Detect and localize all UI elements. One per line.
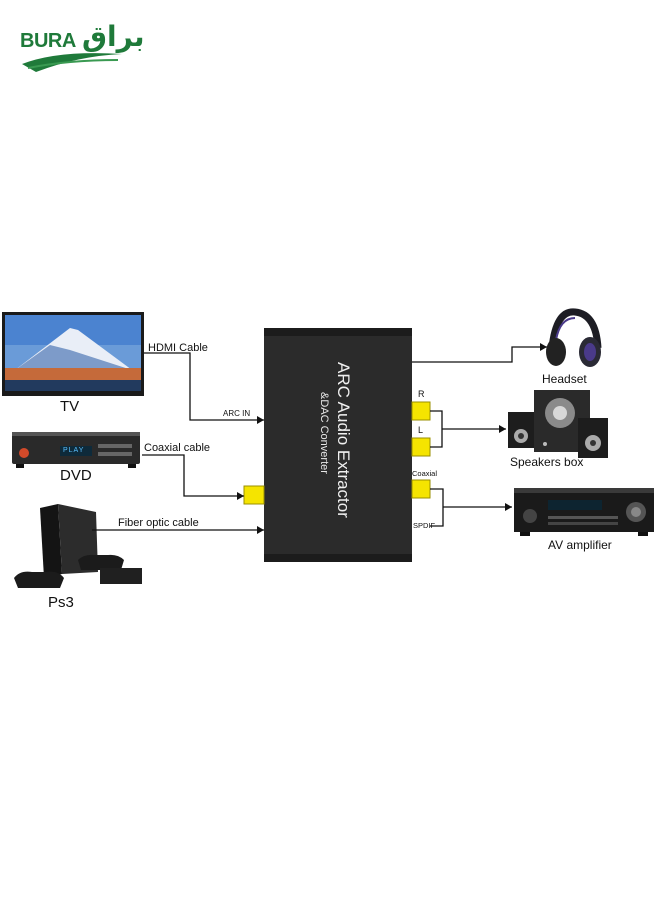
headset-device — [546, 308, 602, 367]
coaxial-cable-label: Coaxial cable — [144, 442, 211, 454]
hdmi-line — [144, 352, 264, 421]
port-coaxial-label: Coaxial — [412, 469, 438, 478]
port-r — [411, 401, 431, 421]
logo-latin-text: BURA — [20, 30, 76, 52]
port-l — [411, 437, 431, 457]
dvd-label: DVD — [60, 467, 92, 484]
ps3-device — [14, 504, 142, 588]
dvd-display: PLAY — [63, 447, 85, 454]
port-l-label: L — [418, 425, 424, 435]
port-r-label: R — [418, 389, 425, 399]
headset-line — [412, 346, 547, 363]
converter-subtitle: &DAC Converter — [318, 392, 330, 474]
logo-swoosh-icon — [22, 53, 122, 72]
coaxial-line — [142, 454, 244, 497]
amplifier-label: AV amplifier — [548, 538, 612, 552]
headset-label: Headset — [542, 372, 587, 386]
speakers-device — [508, 390, 608, 458]
ps3-label: Ps3 — [48, 594, 74, 611]
port-coaxial-out — [411, 479, 431, 499]
logo-arabic-text: براق — [82, 20, 145, 53]
port-coaxial-in — [243, 485, 265, 505]
dvd-device — [12, 432, 140, 468]
tv-device — [2, 312, 144, 396]
hdmi-cable-label: HDMI Cable — [148, 342, 208, 354]
amplifier-device — [514, 488, 654, 536]
fiber-cable-label: Fiber optic cable — [118, 517, 199, 529]
converter-box — [264, 328, 412, 562]
port-spdif-label: SPDIF — [413, 521, 436, 530]
speakers-line — [430, 410, 443, 448]
converter-title: ARC Audio Extractor — [334, 362, 353, 518]
arc-in-label: ARC IN — [223, 409, 251, 418]
tv-label: TV — [60, 398, 80, 415]
speakers-label: Speakers box — [510, 455, 584, 469]
brand-logo: BURA براق — [18, 20, 145, 76]
